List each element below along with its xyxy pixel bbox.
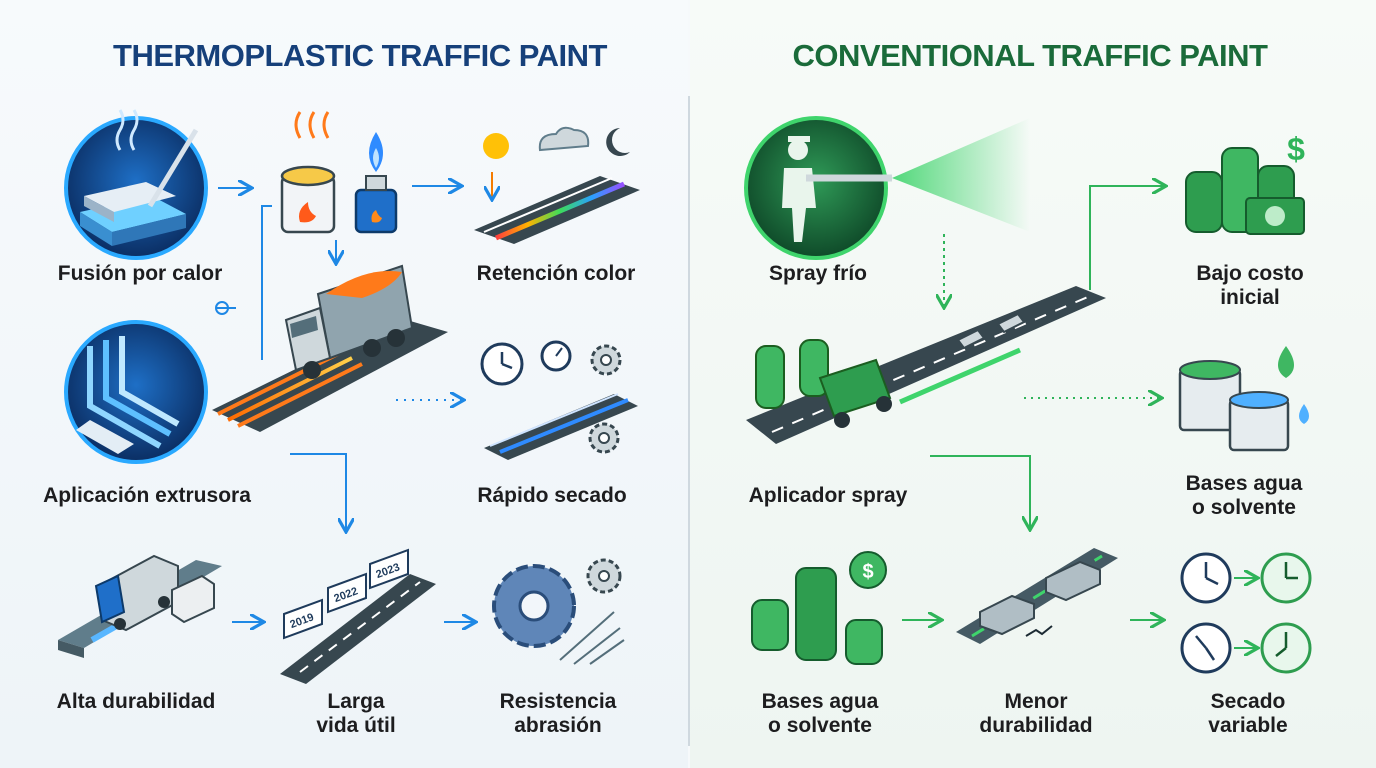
label-menor-durabilidad: Menor durabilidad [979,690,1093,737]
gas-torch-icon [354,132,398,234]
abrasion-gear-icon [492,558,625,665]
left-title: THERMOPLASTIC TRAFFIC PAINT [113,38,607,73]
lower-durability-road-icon [956,548,1118,644]
label-bajo-costo-inicial: Bajo costo inicial [1196,262,1304,309]
label-spray-frio: Spray frío [768,262,868,285]
label-bases-agua-top: Bases agua o solvente [1185,472,1303,519]
spray-worker-icon [744,116,892,260]
year-sign-2023: 2023 [369,548,409,590]
color-retention-road-icon [474,126,640,244]
spray-cone [892,118,1030,232]
label-rapido-secado: Rápido secado [477,484,627,507]
currency-symbol-bottom: $ [862,561,873,583]
low-cost-coins-icon: $ [1185,131,1305,235]
year-sign-2019: 2019 [283,598,323,640]
label-alta-durabilidad: Alta durabilidad [56,690,216,713]
label-fusion-por-calor: Fusión por calor [57,262,223,285]
extrusion-application-icon [64,320,208,464]
label-aplicador-spray: Aplicador spray [748,484,908,507]
label-resistencia-abrasion: Resistencia abrasión [499,690,617,737]
panel-divider [688,96,690,746]
paint-cans-icon [1178,346,1309,452]
quick-dry-icon [480,340,638,460]
heat-fusion-icon [64,109,208,260]
melting-pot-icon [280,111,336,234]
long-life-road-icon: 2019 2022 2023 [280,548,436,684]
label-secado-variable: Secado variable [1208,690,1288,737]
currency-symbol-top: $ [1287,131,1305,167]
extrusion-truck-icon [212,264,448,432]
high-durability-trucks-icon [58,554,222,658]
low-cost-coin-stacks-icon: $ [751,551,887,665]
label-bases-agua-bottom: Bases agua o solvente [761,690,879,737]
year-sign-2022: 2022 [327,572,367,614]
label-aplicacion-extrusora: Aplicación extrusora [43,484,251,507]
label-larga-vida-util: Larga vida útil [316,690,396,737]
variable-drying-clocks-icon [1180,552,1312,674]
spray-applicator-icon [746,286,1106,444]
right-title: CONVENTIONAL TRAFFIC PAINT [792,38,1268,73]
label-retencion-color: Retención color [476,262,636,285]
